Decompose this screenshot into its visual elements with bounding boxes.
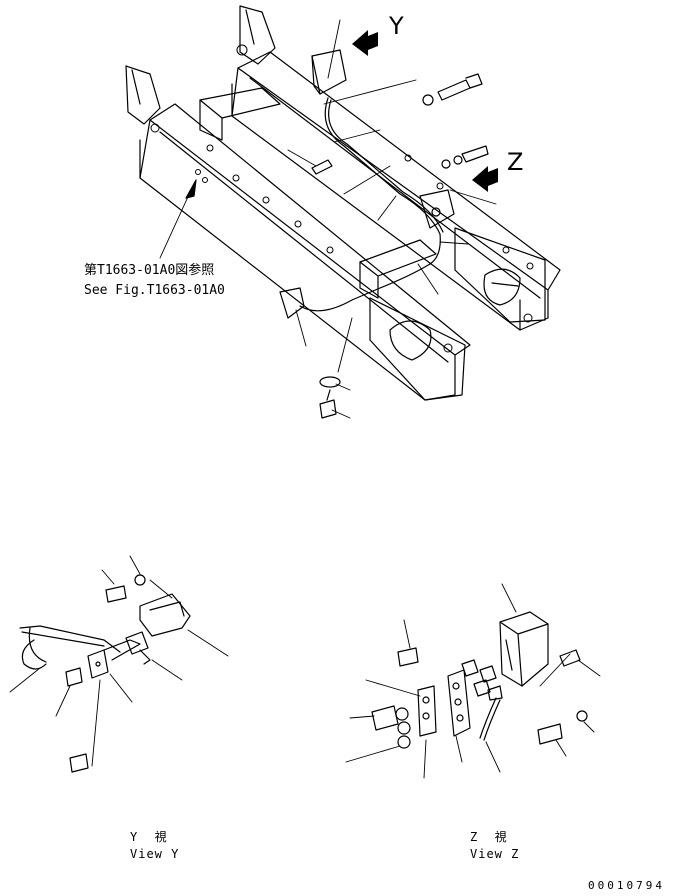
- bolt-bottom: [319, 376, 341, 419]
- reference-arrow-line: [159, 187, 193, 259]
- bolt-mid: [441, 145, 489, 169]
- bolt-z-1: [397, 647, 419, 667]
- bolt-y-2: [65, 667, 83, 687]
- controller-box-z: [499, 611, 549, 687]
- view-marker-z: Z: [507, 148, 524, 176]
- document-number: 00010794: [588, 879, 665, 892]
- frame-assembly: [125, 5, 561, 401]
- view-arrow-y: [352, 30, 378, 56]
- view-y-parts: [19, 574, 191, 773]
- leader-lines-z: [345, 583, 601, 779]
- cable-loop: [19, 625, 121, 653]
- harness-connector: [279, 287, 305, 319]
- reference-label-en: See Fig.T1663-01A0: [84, 283, 225, 298]
- frame-holes: [150, 44, 534, 353]
- pin-z: [559, 649, 581, 667]
- relay-y: [125, 631, 149, 655]
- view-arrow-z: [472, 166, 498, 192]
- view-y-caption-en: View Y: [130, 847, 180, 861]
- cover-y: [139, 593, 191, 637]
- leader-lines-upper: [159, 19, 497, 419]
- view-z-parts: [371, 611, 588, 749]
- component-box-y: [311, 49, 347, 95]
- leader-lines-y: [9, 555, 229, 767]
- hose-z: [479, 697, 497, 739]
- bolt-z-2: [537, 723, 563, 745]
- bolt-upper: [422, 73, 483, 106]
- view-z-caption-jp: Z 視: [470, 830, 508, 844]
- reference-arrow-head: [185, 179, 197, 199]
- bracket-plate-y: [87, 649, 109, 679]
- cross-member-front: [199, 87, 281, 119]
- view-marker-y: Y: [389, 12, 404, 40]
- frame-harness: [324, 97, 441, 265]
- rear-plate-left: [125, 65, 161, 125]
- connector-block-z: [447, 669, 471, 737]
- bolt-y-1: [105, 585, 127, 603]
- pin-part: [311, 159, 333, 175]
- relay-block-z: [417, 685, 437, 737]
- rear-plate-right: [239, 5, 276, 65]
- reference-label-jp: 第T1663-01A0図参照: [84, 263, 215, 278]
- cross-member-rear: [359, 239, 437, 277]
- sensor-z-1: [371, 705, 399, 731]
- component-bracket-z: [419, 189, 455, 229]
- right-rail: [231, 67, 549, 331]
- view-z-caption-en: View Z: [470, 847, 520, 861]
- view-y-caption-jp: Y 視: [130, 830, 168, 844]
- bolt-y-3: [69, 753, 89, 773]
